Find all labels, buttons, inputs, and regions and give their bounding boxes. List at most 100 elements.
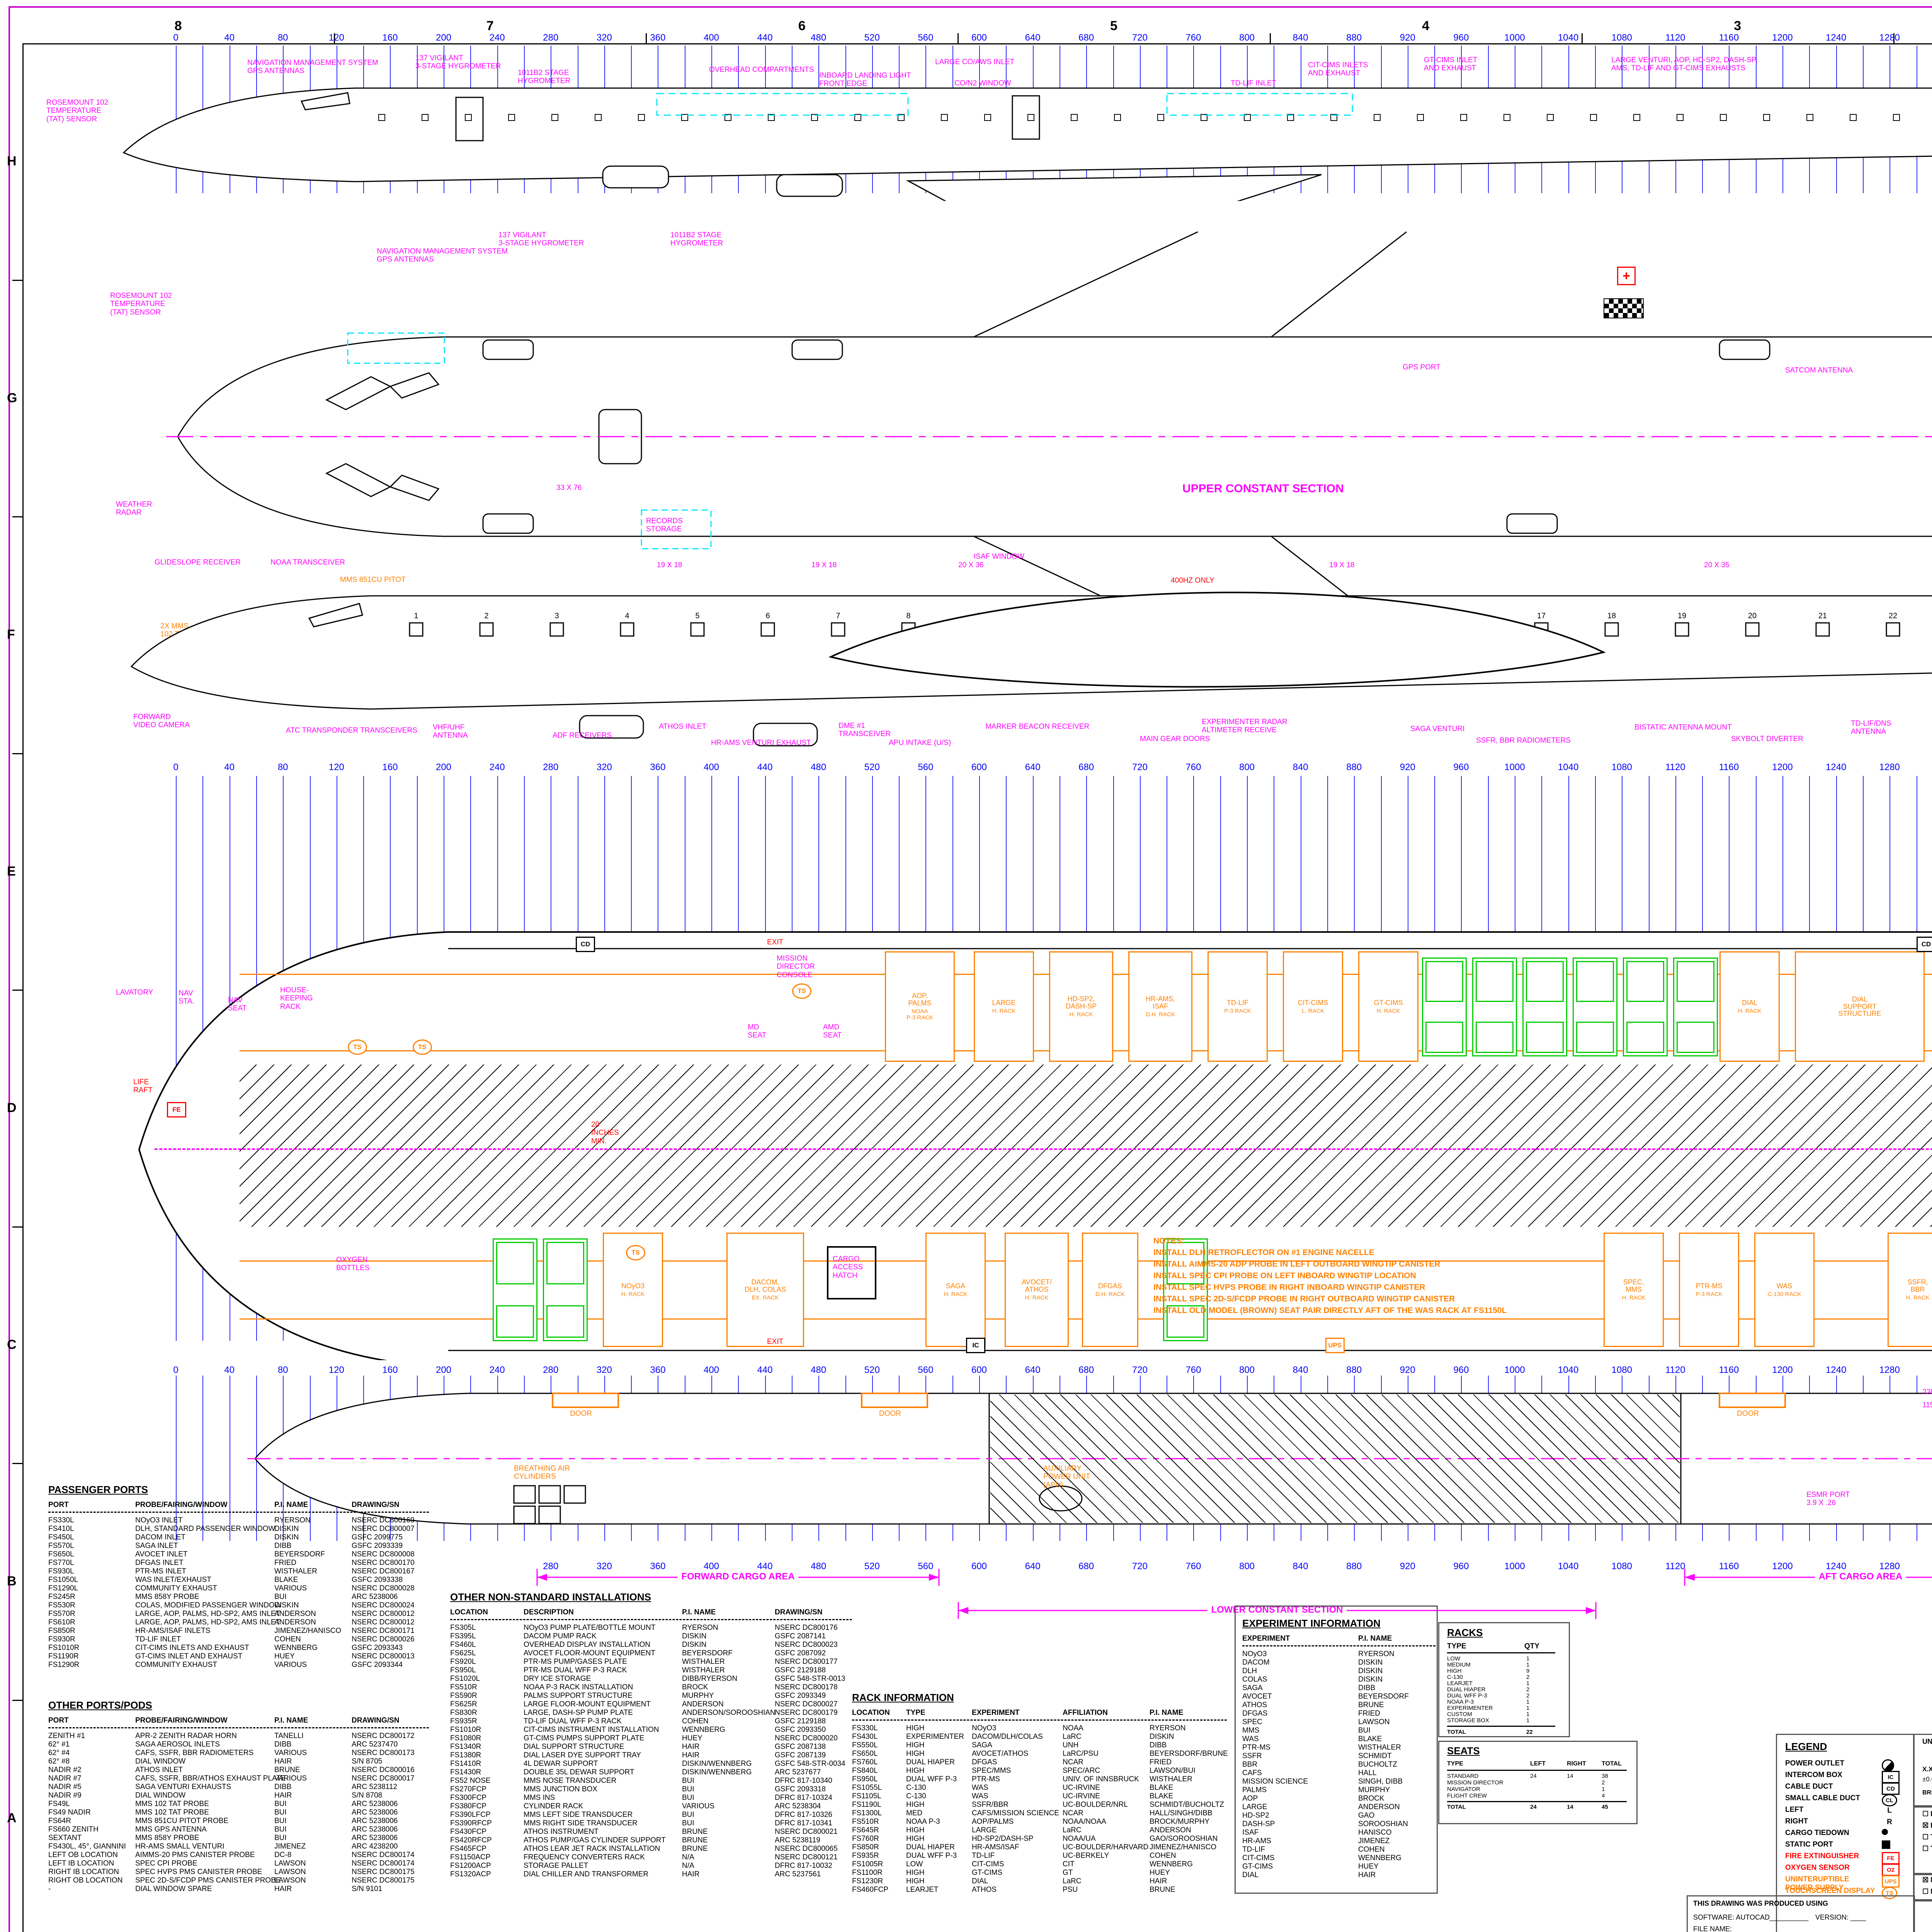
table-cell: FRIED: [1150, 1758, 1172, 1766]
table-col-header: PROBE/FAIRING/WINDOW: [135, 1501, 228, 1509]
table-cell: UNIV. OF INNSBRUCK: [1063, 1775, 1139, 1783]
table-title: OTHER NON-STANDARD INSTALLATIONS: [450, 1591, 651, 1603]
cockpit-windshield: [325, 372, 440, 501]
station-number: 1160: [1719, 762, 1739, 772]
table-col-header: AFFILIATION: [1063, 1709, 1108, 1717]
seats-cell: 24: [1530, 1773, 1537, 1779]
checkbox-option: ☒ NO NON-DESTRUCTIVE EXAMINATION (NDE) R…: [1922, 1876, 1932, 1884]
station-number: 440: [757, 32, 773, 43]
seats-cell: 2: [1602, 1779, 1605, 1786]
racks-cell: 1: [1526, 1717, 1530, 1724]
station-number: 440: [757, 1365, 773, 1375]
annotation-label: AUXILIARY POWER UNIT (APU): [1043, 1464, 1090, 1489]
table-cell: DIAL: [972, 1877, 988, 1885]
annotation-label: GLIDESLOPE RECEIVER: [155, 558, 241, 566]
symbol-ts: TS: [792, 983, 811, 999]
table-cell: MMS 102 TAT PROBE: [135, 1808, 209, 1816]
station-number: 680: [1078, 1365, 1094, 1375]
table-cell: SINGH, DIBB: [1358, 1777, 1403, 1786]
station-number: 1200: [1772, 762, 1793, 772]
annotation-label: DOOR: [1737, 1410, 1759, 1418]
seat-cluster: [1673, 957, 1718, 1056]
table-col-header: PORT: [48, 1501, 69, 1509]
station-number: 360: [650, 1365, 666, 1375]
station-number: 600: [971, 32, 987, 43]
cargo-station-number: 600: [971, 1561, 987, 1571]
note-line: NOTES:: [1153, 1236, 1184, 1245]
station-number: 680: [1078, 762, 1094, 772]
annotation-label: MISSION DIRECTOR CONSOLE: [777, 954, 815, 979]
annotation-label: ISAF WINDOW: [974, 553, 1024, 561]
table-cell: NSERC DC800028: [352, 1584, 415, 1592]
version-field: VERSION: ____: [1815, 1913, 1866, 1921]
table-cell: TD-LIF: [972, 1852, 995, 1860]
annotation-label: NOAA TRANSCEIVER: [270, 558, 345, 566]
racks-title: RACKS: [1447, 1627, 1483, 1638]
station-number: 1200: [1772, 32, 1793, 43]
table-cell: UC-BOULDER/NRL: [1063, 1801, 1128, 1809]
table-cell: ATHOS INLET: [135, 1766, 183, 1774]
annotation-label: 1011B2 STAGE HYGROMETER: [670, 231, 723, 248]
first-aid-marker: +: [1617, 267, 1636, 285]
station-number: 800: [1239, 32, 1255, 43]
station-number: 320: [596, 32, 612, 43]
station-number: 1240: [1825, 32, 1847, 43]
table-cell: SPEC 2D-S/FCDP PMS CANISTER PROBE: [135, 1876, 281, 1884]
left-letter-icon: L: [1887, 1806, 1892, 1815]
table-cell: LaRC: [1063, 1826, 1082, 1834]
table-col-header: DRAWING/SN: [352, 1716, 400, 1725]
annotation-label: SAGA VENTURI: [1410, 725, 1465, 733]
station-number: 760: [1185, 1365, 1201, 1375]
table-cell: LEARJET: [906, 1886, 939, 1894]
table-cell: DACOM/DLH/COLAS: [972, 1733, 1043, 1741]
station-number: 1000: [1504, 1365, 1525, 1375]
zone-letter: C: [7, 1337, 17, 1352]
table-cell: NSERC DC800027: [775, 1700, 838, 1708]
station-number: 560: [918, 32, 934, 43]
table-cell: GT: [1063, 1869, 1073, 1877]
table-cell: ARC 5238006: [352, 1825, 398, 1833]
table-cell: FS420RFCP: [450, 1836, 492, 1844]
table-cell: NSERC DC800021: [775, 1828, 838, 1836]
table-cell: NSERC DC800175: [352, 1868, 415, 1876]
table-cell: LAWSON: [1358, 1718, 1390, 1726]
table-cell: DISKIN: [1358, 1675, 1383, 1684]
annotation-label: ESMR PORT 3.9 X .26: [1806, 1491, 1850, 1507]
racks-cell: 1: [1526, 1662, 1530, 1668]
table-col-header: PORT: [48, 1716, 69, 1725]
station-number: 800: [1239, 762, 1255, 772]
table-cell: WAS: [972, 1784, 988, 1792]
table-cell: FS1080R: [450, 1734, 481, 1742]
station-number: 520: [864, 762, 880, 772]
table-cell: WENNBERG: [682, 1726, 725, 1734]
station-number: 160: [382, 762, 398, 772]
station-number: 0: [173, 32, 179, 43]
racks-cell: 9: [1526, 1668, 1530, 1674]
table-cell: AVOCET: [1242, 1692, 1272, 1701]
symbol-ups: UPS: [1325, 1338, 1345, 1353]
annotation-label: DME #1 TRANSCEIVER: [838, 722, 891, 738]
annotation-label: 1011B2 STAGE HYGROMETER: [518, 69, 571, 85]
annotation-label: MD SEAT: [748, 1023, 767, 1040]
station-number: 120: [328, 1365, 344, 1375]
table-col-header: LOCATION: [450, 1608, 488, 1616]
cable-duct-icon: CD: [1882, 1782, 1900, 1795]
table-divider: [450, 1619, 852, 1620]
table-cell: MURPHY: [682, 1692, 714, 1700]
svg-text:8: 8: [906, 612, 910, 620]
table-cell: NSERC DC800013: [352, 1652, 415, 1660]
table-cell: NSERC DC800171: [352, 1627, 415, 1635]
table-cell: HAIR: [682, 1743, 700, 1751]
table-cell: N/A: [682, 1853, 694, 1861]
table-cell: BUI: [274, 1808, 287, 1816]
floorplan-centerline: [155, 1148, 1932, 1150]
table-cell: SPEC CPI PROBE: [135, 1859, 197, 1867]
zone-tick: [12, 1463, 22, 1464]
table-cell: ARC 5238119: [775, 1836, 820, 1844]
oxygen-sensor-icon: O2: [1882, 1864, 1900, 1876]
table-cell: MURPHY: [1358, 1786, 1390, 1794]
station-number: 600: [971, 1365, 987, 1375]
table-cell: ATHOS INSTRUMENT: [524, 1828, 599, 1836]
